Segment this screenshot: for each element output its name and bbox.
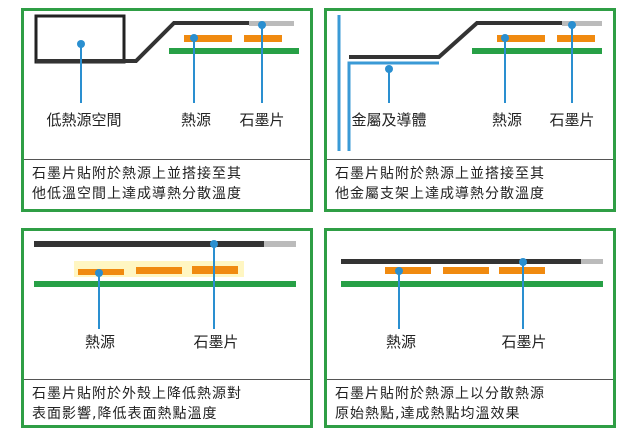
pcb-board xyxy=(472,48,602,54)
diagram-metal-bracket xyxy=(337,15,602,151)
label-heat-source: 熱源 xyxy=(491,111,523,129)
label-heat-source: 熱源 xyxy=(180,111,212,129)
pointer-dot xyxy=(95,269,103,277)
heat-source-block xyxy=(443,267,489,274)
panel-housing: 熱源 石墨片 石墨片貼附於外殼上降低熱源對 表面影響,降低表面熱點溫度 xyxy=(21,228,313,428)
pointer-dot xyxy=(190,34,198,42)
label-graphite: 石墨片 xyxy=(239,111,285,129)
pcb-board xyxy=(34,281,296,287)
pointer-dot xyxy=(395,267,403,275)
label-heat-source: 熱源 xyxy=(385,333,417,351)
pointer-dot xyxy=(501,34,509,42)
graphite-sheet xyxy=(341,259,581,264)
pointer-dot xyxy=(568,21,576,29)
graphite-sheet xyxy=(36,21,289,63)
pointer-dot xyxy=(77,40,85,48)
diagram-low-temp-space xyxy=(34,14,299,103)
heat-source-block xyxy=(136,267,182,274)
pointer-dot xyxy=(385,65,393,73)
heat-source-block xyxy=(385,267,431,274)
heat-source-block xyxy=(557,35,595,42)
heat-source-block xyxy=(497,35,545,42)
graphite-sheet xyxy=(349,21,597,59)
label-graphite: 石墨片 xyxy=(193,333,239,351)
caption: 石墨片貼附於熱源上並搭接至其 他低溫空間上達成導熱分散溫度 xyxy=(24,159,310,204)
caption: 石墨片貼附於熱源上並搭接至其 他金屬支架上達成導熱分散溫度 xyxy=(327,159,613,204)
heat-source-block xyxy=(184,35,232,42)
pointer-dot xyxy=(519,258,527,266)
label-low-temp-space: 低熱源空間 xyxy=(46,111,122,129)
graphite-sheet xyxy=(34,241,264,247)
caption: 石墨片貼附於外殼上降低熱源對 表面影響,降低表面熱點溫度 xyxy=(24,379,310,424)
label-heat-source: 熱源 xyxy=(84,333,116,351)
caption: 石墨片貼附於熱源上以分散熱源 原始熱點,達成熱點均溫效果 xyxy=(327,379,613,424)
diagram-housing xyxy=(34,240,296,329)
label-graphite: 石墨片 xyxy=(549,111,595,129)
label-metal-conductor: 金屬及導體 xyxy=(351,111,427,129)
panel-metal-bracket: 金屬及導體 熱源 石墨片 石墨片貼附於熱源上並搭接至其 他金屬支架上達成導熱分散… xyxy=(324,8,616,212)
pcb-board xyxy=(341,281,603,287)
diagram-hotspot-spread xyxy=(341,258,603,329)
pcb-board xyxy=(169,48,299,54)
pointer-dot xyxy=(210,240,218,248)
panel-low-temp-space: 低熱源空間 熱源 石墨片 石墨片貼附於熱源上並搭接至其 他低溫空間上達成導熱分散… xyxy=(21,8,313,212)
panel-hotspot-spread: 熱源 石墨片 石墨片貼附於熱源上以分散熱源 原始熱點,達成熱點均溫效果 xyxy=(324,228,616,428)
label-graphite: 石墨片 xyxy=(501,333,547,351)
pointer-dot xyxy=(258,21,266,29)
